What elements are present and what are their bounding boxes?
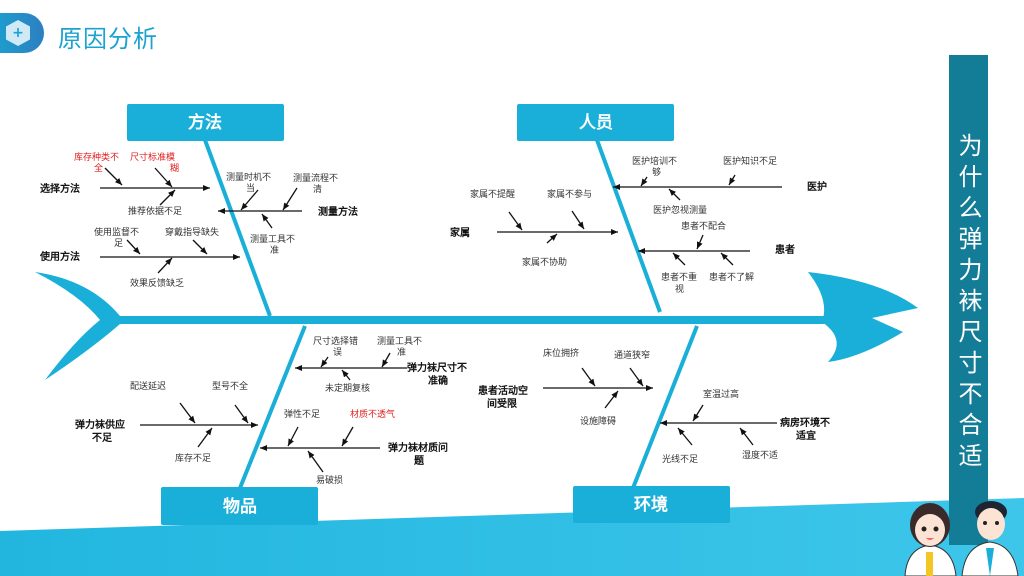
fish-head	[808, 272, 918, 362]
fish-spine	[105, 316, 825, 324]
cause-label: 医护培训不	[632, 155, 677, 167]
cause-label: 穿戴指导缺失	[165, 226, 219, 238]
branch-label: 不足	[92, 432, 113, 444]
cause-label: 清	[313, 183, 322, 195]
branch-label: 弹力袜尺寸不	[407, 361, 467, 374]
branch-label: 适宜	[796, 429, 816, 442]
cause-label: 配送延迟	[130, 380, 166, 392]
cause-label: 测量工具不	[250, 234, 295, 245]
cause-label: 未定期复核	[325, 382, 370, 394]
cause-label: 家属不提醒	[470, 188, 515, 200]
branch-lines	[100, 167, 782, 473]
page-title: 原因分析	[58, 25, 158, 53]
cause-label: 患者不配合	[681, 220, 726, 232]
branch-label: 准确	[428, 374, 448, 387]
svg-text:方法: 方法	[188, 112, 222, 133]
cause-label: 糊	[170, 162, 179, 174]
cause-label: 库存种类不	[74, 151, 119, 163]
cause-label: 误	[333, 347, 342, 358]
cause-label: 医护忽视测量	[653, 204, 707, 216]
cause-label: 准	[397, 347, 406, 358]
header-logo: +	[0, 13, 44, 53]
cause-label: 推荐依据不足	[128, 205, 182, 217]
cause-label: 通道狭窄	[614, 349, 650, 361]
cause-label: 医护知识不足	[723, 155, 777, 167]
branch-label: 间受限	[487, 397, 518, 410]
cause-label: 尺寸标准模	[130, 151, 175, 163]
main-bones	[203, 139, 699, 489]
cause-label: 室温过高	[703, 388, 739, 400]
cause-label: 使用监督不	[94, 226, 139, 238]
cause-label: 足	[114, 238, 123, 249]
category-people: 人员	[517, 104, 674, 141]
cause-label: 患者不了解	[709, 271, 754, 283]
cause-label: 库存不足	[175, 452, 211, 464]
cause-label: 家属不参与	[547, 188, 592, 200]
cause-label: 家属不协助	[522, 256, 567, 268]
banner-text: 为什么弹力袜尺寸不合适	[954, 133, 982, 474]
cause-label: 床位拥挤	[543, 347, 579, 359]
cause-label: 材质不透气	[350, 408, 395, 420]
cause-label: 效果反馈缺乏	[130, 277, 184, 289]
svg-text:人员: 人员	[579, 113, 613, 133]
fish-tail	[35, 272, 120, 380]
cause-label: 测量流程不	[293, 172, 338, 184]
cause-label: 尺寸选择错	[313, 335, 358, 347]
cause-label: 型号不全	[212, 380, 248, 392]
branch-label: 病房环境不	[780, 416, 830, 429]
branch-label: 选择方法	[40, 182, 80, 195]
branch-label: 医护	[807, 180, 827, 193]
branch-label: 家属	[450, 226, 470, 239]
cause-label: 弹性不足	[284, 408, 320, 420]
branch-label: 测量方法	[318, 205, 358, 218]
cause-label: 够	[652, 167, 661, 178]
branch-label: 弹力袜供应	[75, 418, 125, 431]
cause-label: 准	[270, 245, 279, 256]
cause-label: 当	[246, 182, 255, 194]
branch-label: 患者	[775, 243, 795, 256]
branch-label: 弹力袜材质问	[388, 441, 448, 454]
cause-label: 湿度不适	[742, 449, 778, 461]
svg-text:环境: 环境	[634, 494, 668, 515]
cause-label: 设施障碍	[580, 415, 616, 427]
question-banner: 为什么弹力袜尺寸不合适	[949, 55, 988, 545]
category-material: 物品	[161, 487, 318, 525]
cause-label: 易破损	[316, 474, 343, 486]
branch-label: 患者活动空	[478, 384, 528, 397]
cause-label: 视	[675, 283, 684, 295]
cause-label: 全	[94, 162, 103, 174]
category-environment: 环境	[573, 486, 730, 523]
branch-label: 题	[414, 455, 425, 467]
branch-label: 使用方法	[39, 250, 80, 263]
cause-label: 测量工具不	[377, 336, 422, 347]
cause-label: 患者不重	[661, 271, 697, 283]
category-method: 方法	[127, 104, 284, 141]
svg-text:物品: 物品	[223, 496, 257, 517]
cause-label: 光线不足	[662, 453, 698, 465]
bottom-wave	[0, 498, 1024, 576]
cause-label: 测量时机不	[226, 171, 271, 183]
